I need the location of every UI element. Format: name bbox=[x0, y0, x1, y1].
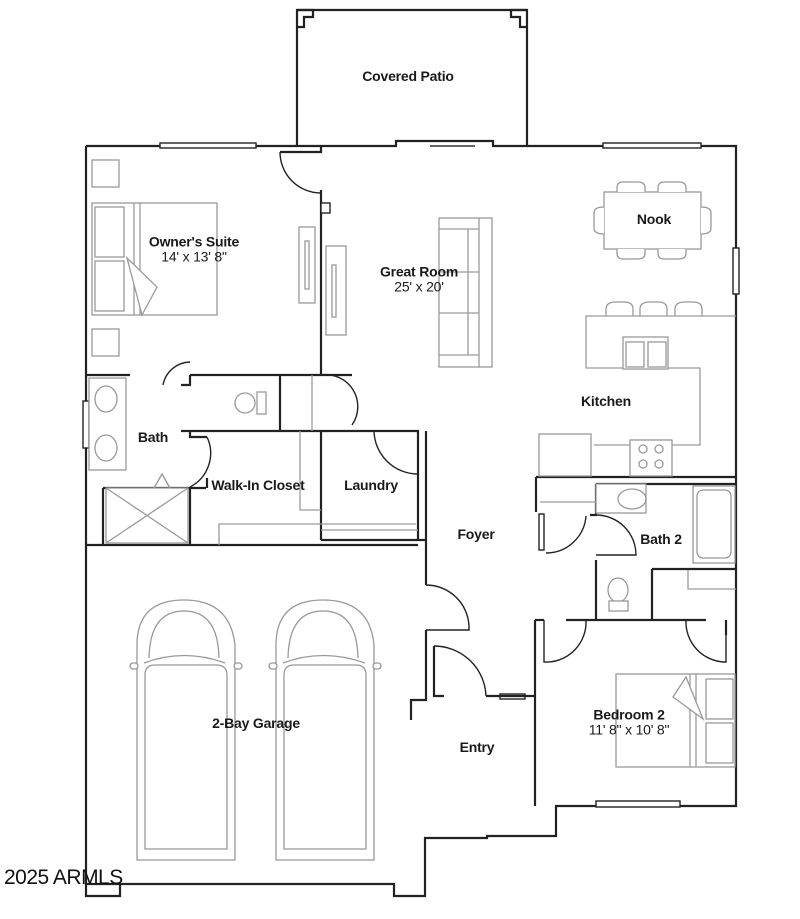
garage-cars bbox=[129, 599, 382, 861]
room-label-walk-in-closet: Walk-In Closet bbox=[211, 477, 304, 493]
room-name: Covered Patio bbox=[362, 68, 454, 84]
windows bbox=[82, 142, 740, 808]
room-name: Bath 2 bbox=[640, 531, 682, 547]
covered-patio-outline bbox=[295, 8, 529, 146]
room-name: Foyer bbox=[457, 526, 495, 542]
room-label-bath-2: Bath 2 bbox=[640, 531, 682, 547]
room-name: Great Room bbox=[379, 263, 459, 280]
room-label-kitchen: Kitchen bbox=[581, 393, 631, 409]
room-label-entry: Entry bbox=[460, 739, 495, 755]
room-name: Entry bbox=[459, 739, 495, 755]
room-name: Nook bbox=[636, 211, 672, 227]
room-name: Laundry bbox=[344, 477, 398, 493]
room-label-bedroom-2: Bedroom 2 11' 8" x 10' 8" bbox=[589, 707, 670, 738]
room-name: Walk-In Closet bbox=[211, 477, 305, 493]
room-label-foyer: Foyer bbox=[457, 526, 494, 542]
room-name: Bedroom 2 bbox=[593, 706, 665, 723]
copyright-watermark: 2025 ARMLS bbox=[4, 866, 123, 889]
room-label-garage: 2-Bay Garage bbox=[212, 715, 300, 731]
doors bbox=[153, 151, 727, 697]
room-label-covered-patio: Covered Patio bbox=[362, 68, 454, 84]
room-label-owners-suite: Owner's Suite 14' x 13' 8" bbox=[149, 234, 239, 265]
room-label-bath: Bath bbox=[137, 429, 169, 445]
room-label-great-room: Great Room 25' x 20' bbox=[380, 264, 458, 295]
room-name: Kitchen bbox=[581, 393, 631, 409]
room-dimensions: 25' x 20' bbox=[394, 278, 444, 295]
room-label-laundry: Laundry bbox=[344, 477, 398, 493]
room-dimensions: 14' x 13' 8" bbox=[161, 248, 227, 265]
room-name: Owner's Suite bbox=[148, 233, 240, 250]
room-dimensions: 11' 8" x 10' 8" bbox=[588, 721, 670, 738]
room-name: Bath bbox=[137, 429, 169, 445]
exterior-walls bbox=[84, 139, 738, 898]
room-name: 2-Bay Garage bbox=[212, 715, 300, 731]
furniture bbox=[88, 159, 736, 768]
room-label-nook: Nook bbox=[637, 211, 671, 227]
